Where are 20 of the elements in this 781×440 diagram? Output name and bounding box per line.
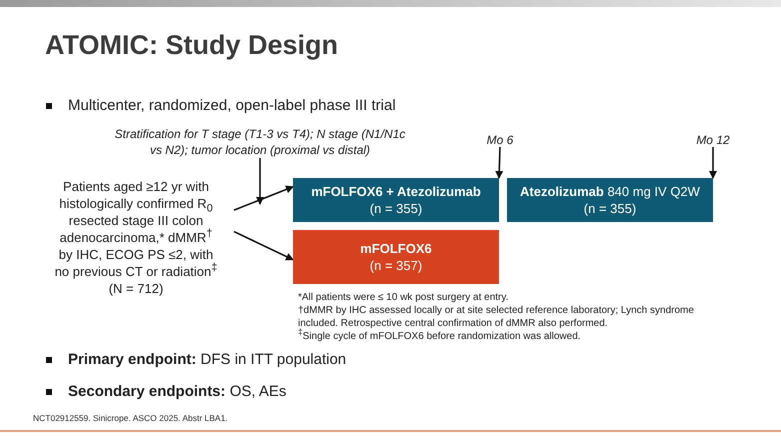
bullet-text: Primary endpoint: DFS in ITT population <box>68 351 346 368</box>
slide-title: ATOMIC: Study Design <box>45 30 338 61</box>
treatment-arm-box: mFOLFOX6 + Atezolizumab (n = 355) <box>293 178 499 222</box>
footnote: *All patients were ≤ 10 wk post surgery at entry. <box>298 291 508 304</box>
eligibility-text: Patients aged ≥12 yr with histologically confirmed R$_{0}$ resected stage III colon adenocarcinoma,* dMMR$^{†}$ by IHC, ECOG PS ≤2, with no previous CT or radiation$^{‡}$ (N = 712) <box>52 178 220 297</box>
arrow <box>495 146 504 179</box>
arrow <box>234 186 294 211</box>
timepoint-label: Mo 12 <box>692 133 734 147</box>
reference-text: NCT02912559. Sinicrope. ASCO 2025. Abstr LBA1. <box>33 413 228 423</box>
treatment-arm-box: Atezolizumab 840 mg IV Q2W (n = 355) <box>507 178 713 222</box>
bullet-text: Secondary endpoints: OS, AEs <box>68 383 286 400</box>
arrow <box>709 147 717 179</box>
arrow <box>234 230 294 260</box>
stratification-note: Stratification for T stage (T1-3 vs T4); N stage (N1/N1c vs N2); tumor location (proximal vs distal) <box>114 126 406 158</box>
arrow <box>256 158 264 205</box>
bullet-text: Multicenter, randomized, open-label phase III trial <box>68 97 396 114</box>
footnote: †dMMR by IHC assessed locally or at site selected reference laboratory; Lynch syndrome included. Retrospective central confirmation of dMMR also performed. <box>298 304 695 329</box>
timepoint-label: Mo 6 <box>482 133 518 147</box>
footnote: $^{‡}$Single cycle of mFOLFOX6 before randomization was allowed. <box>298 330 581 343</box>
treatment-arm-box: mFOLFOX6 (n = 357) <box>293 230 499 284</box>
